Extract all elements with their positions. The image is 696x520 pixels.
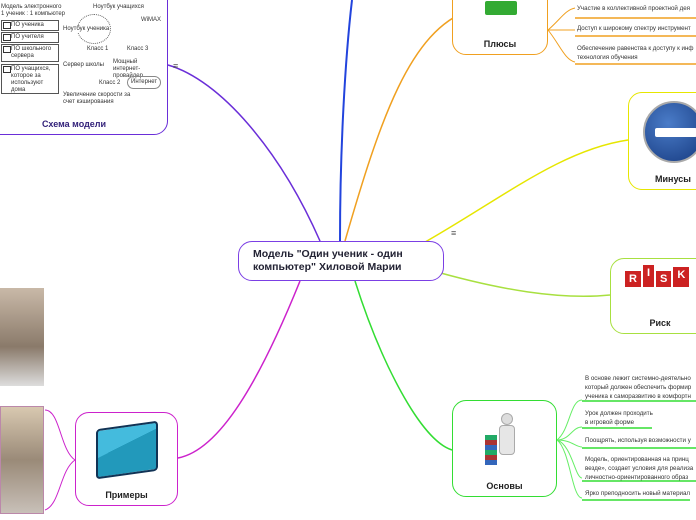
leaf[interactable]: Обеспечение равенства к доступу к инф: [577, 45, 694, 52]
node-label: Схема модели: [41, 119, 107, 129]
risk-dice-image: R I S K: [625, 265, 690, 287]
node-label: Плюсы: [483, 39, 517, 49]
central-topic-title: Модель "Один ученик - один компьютер" Хи…: [253, 248, 403, 273]
minus-icon: [643, 101, 696, 163]
leaf[interactable]: Поощрять, используя возможности у: [585, 437, 691, 444]
leaf[interactable]: Доступ к широкому спектру инструмент: [577, 25, 691, 32]
node-risk[interactable]: R I S K Риск: [610, 258, 696, 334]
leaf[interactable]: технология обучения: [577, 54, 638, 61]
plus-icon: [485, 1, 517, 15]
example-photo[interactable]: [0, 288, 44, 386]
example-photo[interactable]: [0, 406, 44, 514]
node-label: Риск: [649, 318, 671, 328]
node-minus[interactable]: Минусы: [628, 92, 696, 190]
node-schema[interactable]: Модель электронного 1 ученик : 1 компьют…: [0, 0, 168, 135]
person-with-books-icon: [485, 413, 525, 468]
node-plus[interactable]: Плюсы: [452, 0, 548, 55]
node-label: Основы: [486, 481, 523, 491]
network-diagram-image: Модель электронного 1 ученик : 1 компьют…: [1, 4, 162, 105]
leaf[interactable]: Участие в коллективной проектной дея: [577, 5, 690, 12]
books-icon: [96, 420, 158, 480]
node-label: Минусы: [655, 174, 691, 184]
node-label: Примеры: [105, 490, 148, 500]
leaf[interactable]: Ярко преподносить новый материал: [585, 490, 691, 497]
menu-icon[interactable]: ≡: [173, 61, 179, 71]
node-osnovy[interactable]: Основы: [452, 400, 557, 497]
menu-icon[interactable]: ≡: [451, 228, 457, 238]
node-primery[interactable]: Примеры: [75, 412, 178, 506]
central-topic[interactable]: Модель "Один ученик - один компьютер" Хи…: [238, 241, 444, 281]
